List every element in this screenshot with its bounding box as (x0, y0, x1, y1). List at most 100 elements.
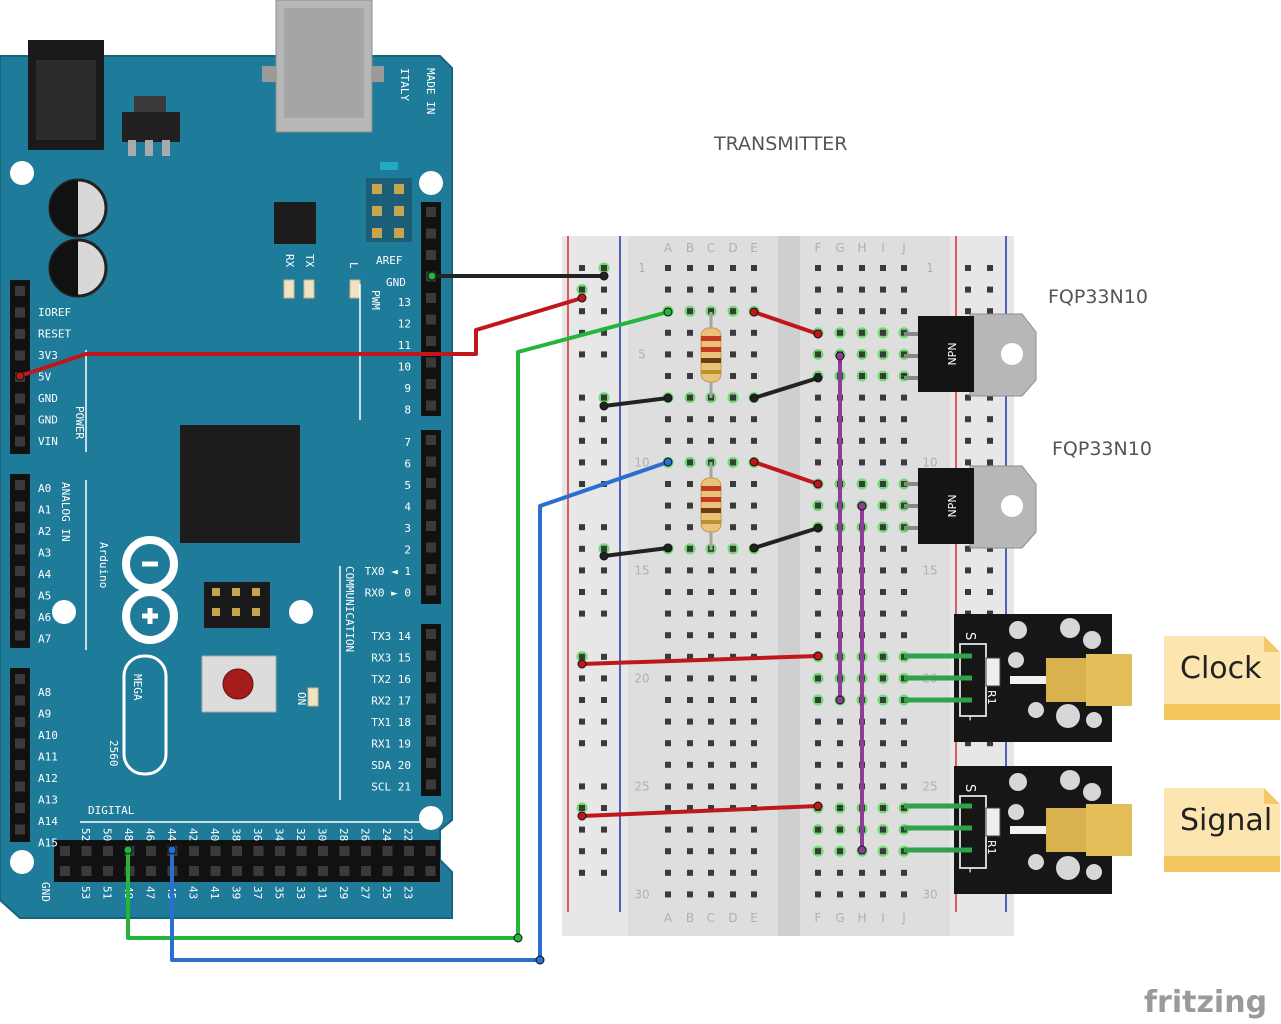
note-signal-text: Signal (1180, 803, 1272, 838)
breadboard-hole (601, 437, 607, 444)
breadboard-hole (579, 545, 585, 552)
header-pin (426, 314, 436, 325)
pin-label: A6 (38, 611, 51, 624)
breadboard-hole (987, 265, 993, 271)
breadboard-hole (815, 567, 821, 574)
header-pin (15, 630, 25, 641)
breadboard-hole (837, 826, 843, 833)
breadboard-hole (579, 783, 585, 790)
pin-label: A2 (38, 525, 51, 538)
breadboard-hole (579, 567, 585, 574)
breadboard-hole (751, 373, 757, 379)
header-pin (426, 228, 436, 239)
pin-label: 6 (404, 458, 411, 471)
pin-label: 43 (187, 886, 200, 899)
header-pin (15, 587, 25, 598)
wire-end (813, 479, 823, 489)
header-pin (15, 415, 25, 425)
breadboard-hole (601, 524, 607, 531)
header-pin (103, 866, 113, 876)
breadboard-hole (687, 718, 693, 725)
breadboard-hole (815, 265, 821, 271)
wire-end (813, 373, 823, 383)
pin-labels: IOREFRESET3V35VGNDGNDVINA0A1A2A3A4A5A6A7… (38, 296, 415, 899)
wire-end (835, 351, 845, 361)
breadboard-label: H (857, 241, 866, 255)
breadboard-hole (901, 567, 907, 574)
atmega2560-chip (180, 425, 300, 543)
made-in-text: MADE IN (424, 68, 437, 114)
breadboard-hole (859, 265, 865, 271)
digital-label: DIGITAL (88, 804, 135, 817)
breadboard-hole (901, 394, 907, 401)
breadboard-hole (665, 286, 671, 293)
header-pin (15, 286, 25, 296)
breadboard-hole (859, 891, 865, 898)
breadboard-label: 10 (922, 455, 937, 469)
header-pin (426, 715, 436, 725)
header-pin (339, 866, 350, 876)
pin-label: 26 (359, 828, 372, 841)
breadboard-hole (859, 351, 865, 358)
italy-text: ITALY (398, 68, 411, 101)
breadboard-label: 1 (926, 261, 934, 275)
breadboard-hole (579, 805, 585, 811)
breadboard-hole (687, 481, 693, 487)
header-pin (296, 846, 307, 856)
breadboard-label: D (728, 241, 737, 255)
header-pin (425, 866, 436, 876)
breadboard-hole (987, 545, 993, 552)
breadboard-hole (987, 610, 993, 617)
header-pin (426, 585, 436, 596)
breadboard-hole (708, 826, 714, 833)
breadboard-hole (708, 805, 714, 811)
pin-label: 37 (251, 886, 264, 899)
breadboard-hole (579, 394, 585, 401)
pin-label: A7 (38, 633, 51, 646)
wire-end (663, 457, 673, 467)
header-pin (15, 501, 25, 512)
l-label: L (347, 262, 360, 269)
arduino-logo-icon (122, 536, 178, 644)
breadboard-hole (601, 265, 607, 271)
header-pin (426, 357, 436, 368)
header-pin (426, 250, 436, 260)
breadboard-hole (601, 351, 607, 358)
wire-5v-red (18, 296, 584, 378)
breadboard-hole (687, 805, 693, 811)
wire-end (749, 543, 759, 553)
breadboard-hole (579, 329, 585, 336)
breadboard-hole (687, 308, 693, 315)
wire-end (577, 811, 587, 821)
breadboard-hole (880, 459, 886, 466)
header-pin (426, 478, 436, 488)
breadboard-hole (965, 308, 971, 315)
breadboard-hole (730, 697, 736, 703)
breadboard-hole (880, 610, 886, 617)
pin-label: TX0 ◄ 1 (365, 565, 411, 578)
breadboard-hole (859, 459, 865, 466)
breadboard-hole (859, 329, 865, 336)
wire-end (749, 307, 759, 317)
breadboard-hole (880, 718, 886, 725)
breadboard-hole (708, 286, 714, 293)
breadboard-hole (730, 783, 736, 790)
breadboard-hole (987, 416, 993, 423)
pin-label: 38 (230, 828, 243, 841)
breadboard-hole (579, 826, 585, 833)
header-pin (426, 293, 436, 303)
breadboard-hole (815, 848, 821, 855)
usb-chip (274, 202, 316, 244)
breadboard-hole (687, 761, 693, 768)
breadboard-label: F (815, 911, 822, 925)
breadboard-hole (579, 286, 585, 293)
breadboard-hole (987, 567, 993, 574)
breadboard-hole (880, 740, 886, 747)
breadboard-hole (901, 286, 907, 293)
breadboard-hole (880, 502, 886, 509)
breadboard-label: D (728, 911, 737, 925)
breadboard-hole (601, 610, 607, 617)
breadboard-hole (815, 697, 821, 703)
header-pin (426, 736, 436, 747)
breadboard-hole (687, 286, 693, 293)
